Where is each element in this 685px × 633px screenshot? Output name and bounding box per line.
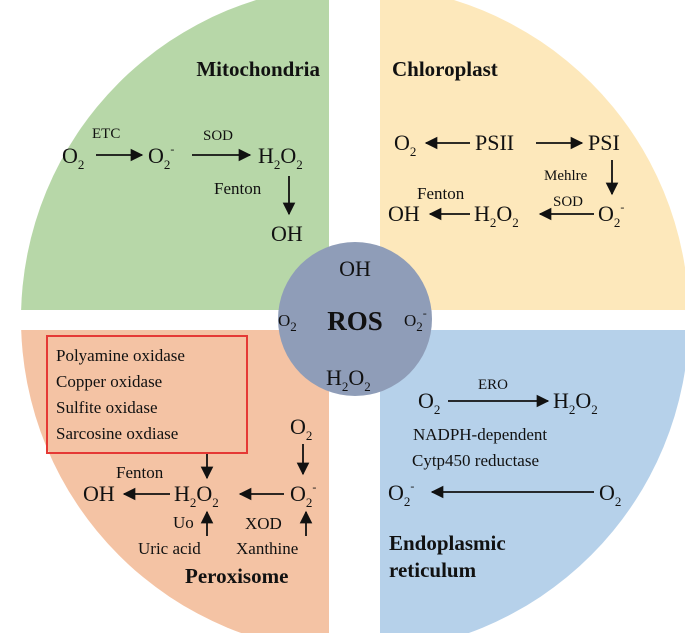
ros-superoxide: O2- bbox=[404, 306, 427, 334]
mito-h2o2: H2O2 bbox=[258, 143, 303, 172]
mitochondria-quadrant bbox=[21, 0, 329, 310]
er-title-line2: reticulum bbox=[389, 558, 477, 582]
mito-superoxide: O2- bbox=[148, 142, 174, 172]
ros-center: OH ROS O2 O2- H2O2 bbox=[278, 242, 432, 396]
ros-circle bbox=[278, 242, 432, 396]
perox-xanthine: Xanthine bbox=[236, 539, 298, 558]
mito-oh: OH bbox=[271, 221, 303, 246]
enzyme-item: Sulfite oxidase bbox=[56, 398, 158, 417]
er-nadph-line1: NADPH-dependent bbox=[413, 425, 547, 444]
perox-uo-label: Uo bbox=[173, 513, 194, 532]
ros-h2o2: H2O2 bbox=[326, 365, 371, 394]
er-quadrant bbox=[380, 330, 685, 633]
perox-uric-acid: Uric acid bbox=[138, 539, 201, 558]
mito-fenton-label: Fenton bbox=[214, 179, 262, 198]
ros-o2: O2 bbox=[278, 311, 297, 334]
perox-oh: OH bbox=[83, 481, 115, 506]
er-h2o2: H2O2 bbox=[553, 388, 598, 417]
mitochondria-panel: Mitochondria O2 ETC O2- SOD H2O2 Fenton … bbox=[62, 57, 320, 246]
enzyme-box bbox=[46, 335, 248, 454]
ros-title: ROS bbox=[327, 306, 383, 336]
chloro-psii: PSII bbox=[475, 130, 514, 155]
chloro-oh: OH bbox=[388, 201, 420, 226]
chloro-sod-label: SOD bbox=[553, 194, 583, 210]
chloro-psi: PSI bbox=[588, 130, 620, 155]
chloro-mehlre-label: Mehlre bbox=[544, 168, 588, 184]
chloro-superoxide: O2- bbox=[598, 200, 624, 230]
enzyme-item: Copper oxidase bbox=[56, 372, 162, 391]
perox-fenton-label: Fenton bbox=[116, 463, 164, 482]
chloro-h2o2: H2O2 bbox=[474, 201, 519, 230]
peroxisome-quadrant bbox=[21, 330, 329, 633]
chloro-fenton-label: Fenton bbox=[417, 184, 465, 203]
er-nadph-line2: Cytp450 reductase bbox=[412, 451, 539, 470]
er-panel: O2 ERO H2O2 NADPH-dependent Cytp450 redu… bbox=[388, 377, 621, 582]
chloroplast-quadrant bbox=[380, 0, 685, 310]
enzyme-item: Sarcosine oxdiase bbox=[56, 424, 178, 443]
er-ero-label: ERO bbox=[478, 377, 508, 393]
mitochondria-title: Mitochondria bbox=[196, 57, 320, 81]
ros-oh: OH bbox=[339, 256, 371, 281]
peroxisome-panel: Polyamine oxidase Copper oxidase Sulfite… bbox=[46, 335, 316, 588]
perox-superoxide: O2- bbox=[290, 480, 316, 510]
enzyme-item: Polyamine oxidase bbox=[56, 346, 185, 365]
mito-sod-label: SOD bbox=[203, 128, 233, 144]
peroxisome-title: Peroxisome bbox=[185, 564, 288, 588]
perox-h2o2: H2O2 bbox=[174, 481, 219, 510]
er-title-line1: Endoplasmic bbox=[389, 531, 506, 555]
perox-xod-label: XOD bbox=[245, 514, 282, 533]
mito-etc-label: ETC bbox=[92, 126, 120, 142]
er-superoxide: O2- bbox=[388, 479, 414, 509]
chloroplast-title: Chloroplast bbox=[392, 57, 498, 81]
chloroplast-panel: Chloroplast O2 PSII PSI Mehlre O2- SOD H… bbox=[388, 57, 624, 230]
